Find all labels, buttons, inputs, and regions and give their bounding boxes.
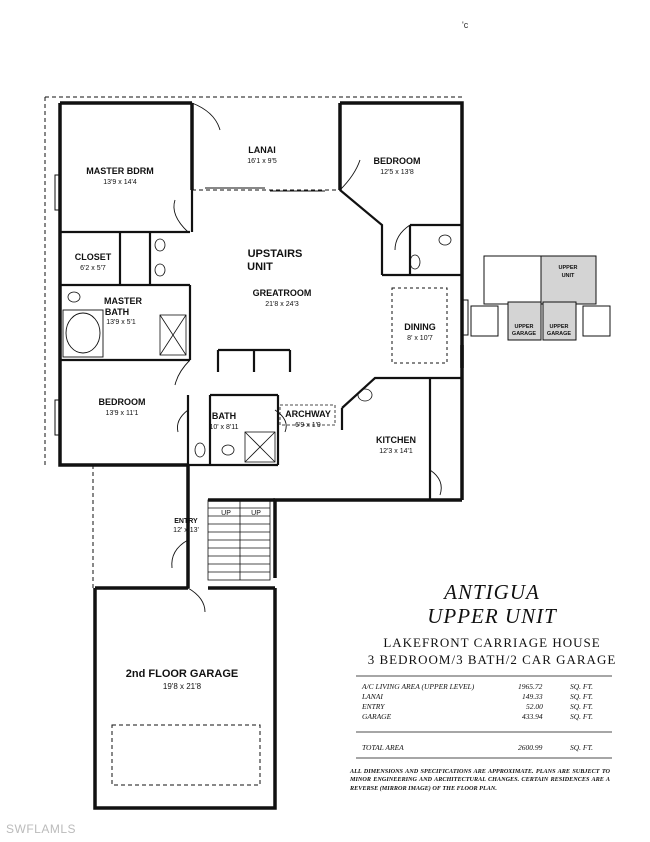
room-label-closet: CLOSET [74,252,112,262]
keyplan-garage-a-line2: GARAGE [511,331,537,337]
room-dims-entry: 12' x 13' [173,527,199,534]
area-label: LANAI [362,692,383,701]
room-dims-greatroom: 21'8 x 24'3 [265,301,299,308]
archway-outline [279,404,336,426]
room-label-bedroom-left: BEDROOM [98,397,146,407]
room-label-master-bath-line2: BATH [104,307,130,317]
room-dims-lanai: 16'1 x 9'5 [247,158,277,165]
room-dims-bedroom-right: 12'5 x 13'8 [380,169,414,176]
plan-description-line1: LAKEFRONT CARRIAGE HOUSE [383,635,601,650]
mls-watermark: SWFLAMLS [6,822,77,836]
area-value: 149.33 [522,692,543,701]
room-dims-garage: 19'8 x 21'8 [162,682,202,691]
stair-label-right: UP [251,510,261,517]
stairs [207,499,271,581]
room-label-master-bdrm: MASTER BDRM [86,166,154,176]
keyplan-upper-unit-line2: UNIT [561,273,575,279]
total-unit: SQ. FT. [570,743,593,752]
disclaimer-text: ALL DIMENSIONS AND SPECIFICATIONS ARE AP… [350,768,610,792]
room-dims-master-bath: 13'9 x 5'1 [106,319,136,326]
room-dims-closet: 6'2 x 5'7 [80,265,106,272]
area-row-garage: GARAGE 433.94 SQ. FT. [362,712,602,722]
keyplan-upper-unit-line1: UPPER [558,265,578,271]
room-label-dining: DINING [404,322,436,332]
key-plan [470,255,611,341]
exterior-walls [58,101,464,810]
keyplan-garage-b-line2: GARAGE [546,331,572,337]
area-value: 52.00 [526,702,543,711]
label-upstairs: UPSTAIRS [247,248,303,260]
total-value: 2600.99 [518,743,543,752]
room-label-archway: ARCHWAY [285,409,331,419]
room-dims-dining: 8' x 10'7 [407,335,433,342]
area-value: 1965.72 [518,682,543,691]
area-row-lanai: LANAI 149.33 SQ. FT. [362,692,602,702]
room-label-kitchen: KITCHEN [376,435,416,445]
area-unit: SQ. FT. [570,702,593,711]
room-dims-bedroom-left: 13'9 x 11'1 [105,410,139,417]
sinks [154,234,452,456]
keyplan-garage-a-line1: UPPER [514,324,534,330]
stair-treads [208,507,270,573]
room-dims-archway: 6'9 x 1'9 [295,422,321,429]
total-label: TOTAL AREA [362,743,404,752]
dining-ceiling-outline [391,287,448,364]
area-row-entry: ENTRY 52.00 SQ. FT. [362,702,602,712]
stair-label-left: UP [221,510,231,517]
lanai-sliders [205,187,325,192]
room-dims-bath: 10' x 8'11 [209,424,239,431]
room-label-bath: BATH [211,411,237,421]
label-unit: UNIT [247,261,273,273]
master-tub [62,309,104,358]
corner-mark: 'c [462,20,469,30]
plan-title: ANTIGUA [444,580,540,604]
area-unit: SQ. FT. [570,712,593,721]
room-label-bedroom-right: BEDROOM [373,156,421,166]
keyplan-garage-b-line1: UPPER [549,324,569,330]
area-row-total: TOTAL AREA 2600.99 SQ. FT. [362,743,602,753]
room-label-garage: 2nd FLOOR GARAGE [125,668,239,680]
area-row-ac: A/C LIVING AREA (UPPER LEVEL) 1965.72 SQ… [362,682,602,692]
area-value: 433.94 [522,712,543,721]
interior-walls [60,189,462,500]
dashed-outlines [44,96,462,588]
room-label-lanai: LANAI [248,145,276,155]
room-dims-master-bdrm: 13'9 x 14'4 [103,179,137,186]
plan-description-line2: 3 BEDROOM/3 BATH/2 CAR GARAGE [367,652,617,667]
area-label: A/C LIVING AREA (UPPER LEVEL) [362,682,475,691]
area-unit: SQ. FT. [570,682,593,691]
plan-subtitle: UPPER UNIT [427,604,557,628]
room-label-greatroom: GREATROOM [252,288,312,298]
toilets [67,254,421,458]
room-label-master-bath-line1: MASTER [104,296,142,306]
garage-door-outline [111,724,261,786]
windows [54,174,469,436]
area-label: ENTRY [362,702,385,711]
area-table-rules [356,675,612,759]
room-label-entry: ENTRY [174,518,198,525]
area-unit: SQ. FT. [570,692,593,701]
room-dims-kitchen: 12'3 x 14'1 [379,448,413,455]
door-swings [171,102,442,613]
showers [159,314,276,463]
area-label: GARAGE [362,712,392,721]
